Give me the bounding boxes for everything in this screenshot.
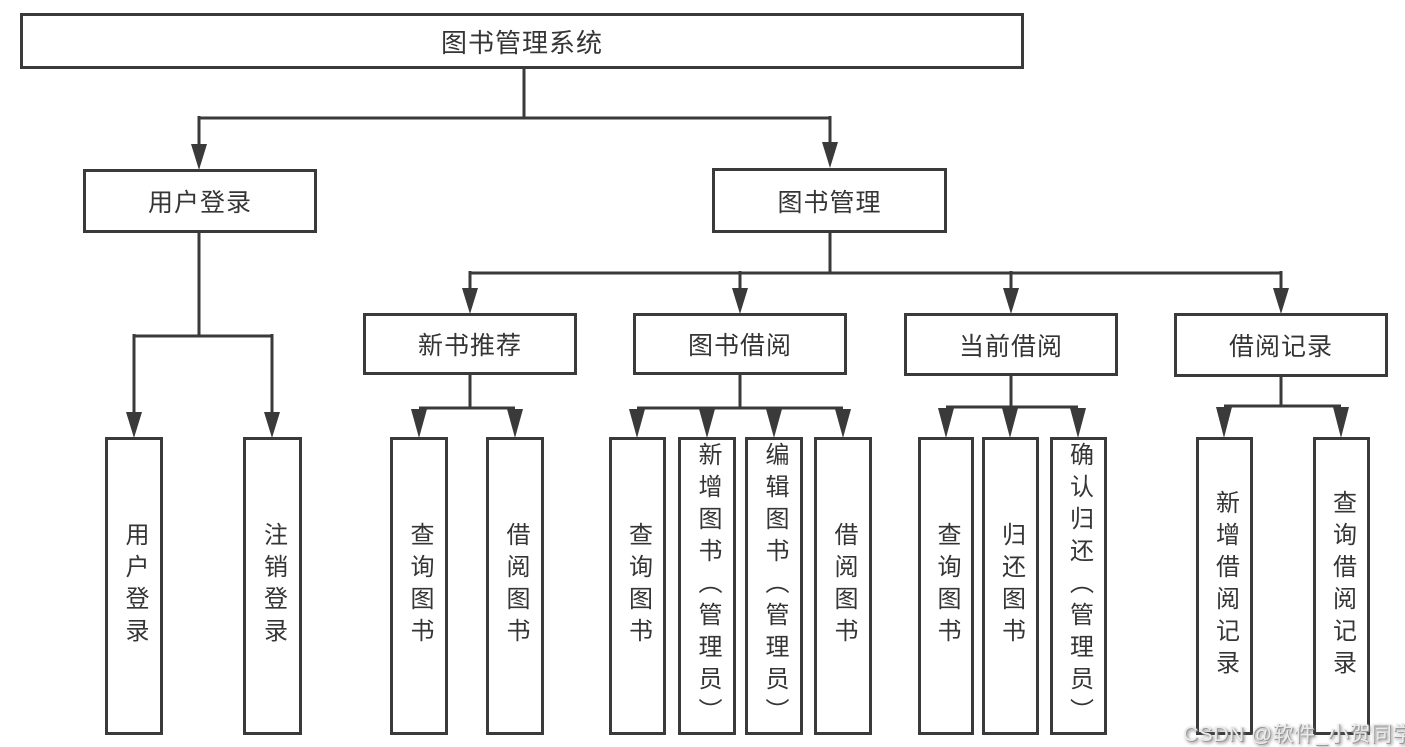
node-leaf-borrowing-borrow-books: 借阅图书 [814,437,872,735]
node-leaf-borrowing-borrow-books-label: 借阅图书 [830,522,857,650]
connector-current-borrowing-to-children [938,376,1086,438]
node-leaf-current-confirm-return-label: 确认归还（管理员） [1065,442,1093,730]
node-current-borrowing-label: 当前借阅 [958,332,1063,361]
connector-book-management-to-children [462,233,1289,314]
node-book-borrowing-label: 图书借阅 [687,332,792,360]
node-root-label: 图书管理系统 [440,27,603,58]
node-book-borrowing: 图书借阅 [633,313,847,375]
node-leaf-records-add-record: 新增借阅记录 [1196,437,1253,735]
node-leaf-recommend-borrow-books: 借阅图书 [486,437,544,735]
node-leaf-current-confirm-return: 确认归还（管理员） [1050,437,1107,735]
node-new-book-recommend: 新书推荐 [363,313,577,375]
node-new-book-recommend-label: 新书推荐 [417,332,522,360]
node-leaf-borrowing-query-books: 查询图书 [609,437,666,735]
node-leaf-current-return-books-label: 归还图书 [997,522,1025,650]
node-leaf-recommend-query-books-label: 查询图书 [406,522,433,650]
node-borrowing-records: 借阅记录 [1174,313,1388,377]
node-leaf-current-query-books: 查询图书 [918,437,974,735]
node-leaf-borrowing-edit-books-label: 编辑图书（管理员） [761,442,788,730]
node-current-borrowing: 当前借阅 [904,313,1118,376]
node-leaf-user-login-label: 用户登录 [121,522,148,650]
node-leaf-borrowing-edit-books: 编辑图书（管理员） [745,437,803,735]
node-user-login-label: 用户登录 [147,189,252,217]
node-leaf-user-login: 用户登录 [105,437,163,735]
connector-new-book-recommend-to-children [411,375,523,438]
node-borrowing-records-label: 借阅记录 [1228,333,1333,361]
connector-user-login-to-children [126,233,280,438]
node-leaf-records-add-record-label: 新增借阅记录 [1211,490,1239,682]
node-root: 图书管理系统 [20,13,1024,69]
node-leaf-records-query-record-label: 查询借阅记录 [1328,490,1356,682]
connector-root-to-children [191,69,838,170]
node-leaf-records-query-record: 查询借阅记录 [1313,437,1370,735]
node-leaf-borrowing-add-books-label: 新增图书（管理员） [694,442,721,730]
node-book-management-label: 图书管理 [777,188,882,217]
node-user-login: 用户登录 [83,169,317,233]
watermark-text: CSDN @软件_小贺同学 [1183,723,1405,746]
connector-book-borrowing-to-children [629,375,851,438]
node-leaf-borrowing-query-books-label: 查询图书 [624,522,652,650]
node-leaf-logout-label: 注销登录 [259,522,287,650]
node-leaf-recommend-query-books: 查询图书 [390,437,448,735]
node-book-management: 图书管理 [712,168,947,233]
node-leaf-borrowing-add-books: 新增图书（管理员） [678,437,736,735]
node-leaf-current-return-books: 归还图书 [982,437,1039,735]
node-leaf-recommend-borrow-books-label: 借阅图书 [502,522,529,650]
node-leaf-logout: 注销登录 [243,437,302,735]
node-leaf-current-query-books-label: 查询图书 [933,522,960,650]
connector-borrowing-records-to-children [1216,377,1349,438]
